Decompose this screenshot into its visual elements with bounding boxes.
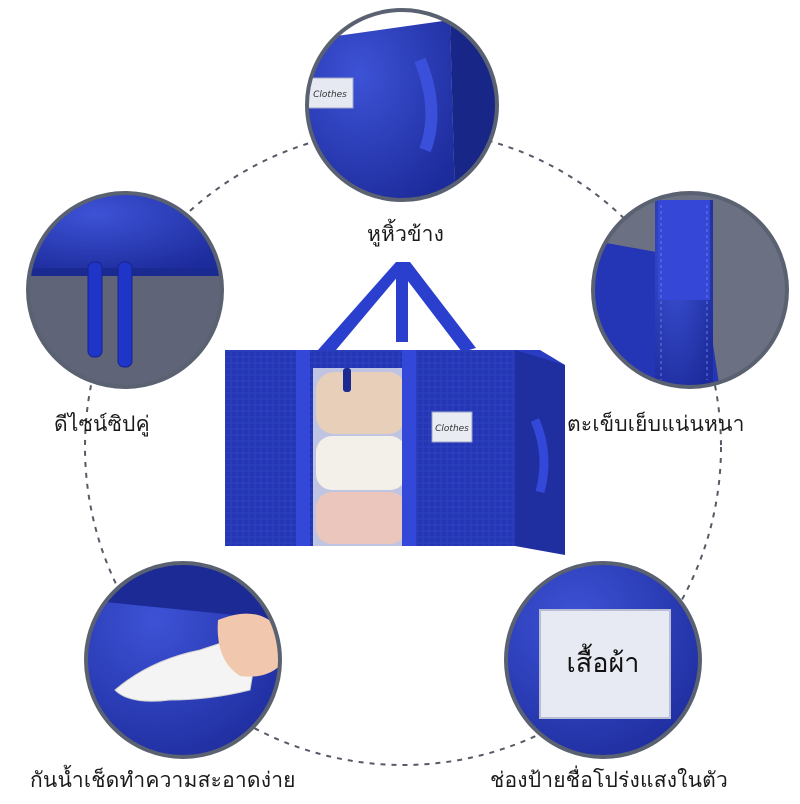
label-card bbox=[539, 609, 671, 719]
bag-name-tag bbox=[431, 411, 473, 443]
label-card-text: เสื้อผ้า bbox=[567, 643, 640, 679]
feature-photo-top: Clothes bbox=[307, 10, 497, 200]
bag-main: Clothes bbox=[225, 262, 565, 555]
photo-tag-text: Clothes bbox=[313, 90, 347, 100]
bag-handle-right bbox=[398, 262, 476, 352]
feature-label-double-zipper: ดีไซน์ซิปคู่ bbox=[54, 412, 150, 436]
feature-photo-right bbox=[593, 193, 787, 387]
feature-photo-bottom-right: เสื้อผ้า bbox=[506, 563, 700, 757]
feature-label-stitching: ตะเข็บเย็บแน่นหนา bbox=[567, 412, 745, 436]
bag-handle-left bbox=[318, 262, 410, 350]
feature-label-waterproof: กันน้ำเช็ดทำความสะอาดง่าย bbox=[30, 768, 296, 792]
bag-tag-text: Clothes bbox=[435, 424, 469, 434]
feature-label-side-handle: หูหิ้วข้าง bbox=[367, 222, 445, 246]
feature-label-name-pocket: ช่องป้ายชื่อโปร่งแสงในตัว bbox=[490, 768, 728, 792]
